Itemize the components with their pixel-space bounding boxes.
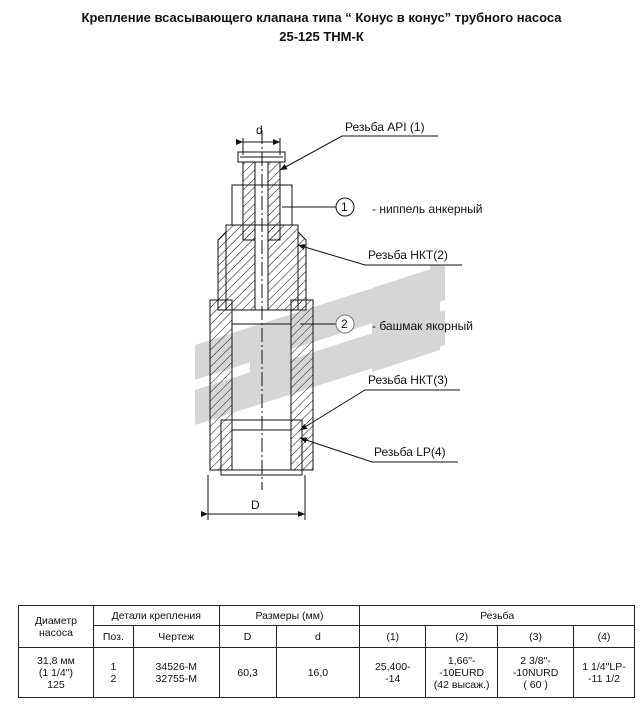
callout-nkt3-text: Резьба НКТ(3) [368, 373, 448, 387]
dimension-d: d [236, 123, 281, 155]
header-sizes: Размеры (мм) [218, 605, 361, 626]
dimension-D: D [201, 475, 306, 520]
item-2-callout: 2 - башмак якорный [300, 314, 473, 334]
dimension-D-label: D [251, 498, 260, 512]
cell-d: 16,0 [275, 647, 361, 698]
callout-nkt2-thread: Резьба НКТ(2) [297, 244, 462, 266]
item-2-text: - башмак якорный [372, 319, 473, 333]
title-line-2: 25-125 ТНМ-К [279, 29, 364, 44]
header-thread-3: (3) [497, 625, 575, 648]
item-1-callout: 1 - ниппель анкерный [282, 197, 483, 217]
header-pos: Поз. [92, 625, 134, 648]
header-thread: Резьба [359, 605, 635, 626]
header-diameter: Диаметр насоса [18, 605, 94, 648]
cell-diameter: 31,8 мм (1 1/4") 125 [18, 647, 94, 698]
cell-pos: 1 2 [92, 647, 134, 698]
header-thread-1: (1) [359, 625, 427, 648]
header-d: d [275, 625, 361, 648]
table-header-row-2: Поз. Чертеж D d (1) (2) (3) (4) [19, 625, 635, 648]
callout-nkt3-thread: Резьба НКТ(3) [299, 373, 460, 431]
callout-nkt2-text: Резьба НКТ(2) [368, 248, 448, 262]
watermark-logo [195, 265, 445, 425]
title-line-1: Крепление всасывающего клапана типа “ Ко… [81, 10, 562, 25]
header-thread-4: (4) [573, 625, 635, 648]
item-1-text: - ниппель анкерный [372, 202, 483, 216]
cell-thread-3: 2 3/8"- -10NURD ( 60 ) [497, 647, 575, 698]
header-D: D [218, 625, 277, 648]
cell-thread-4: 1 1/4"LP- -11 1/2 [573, 647, 635, 698]
cell-thread-1: 25,400- -14 [359, 647, 427, 698]
dimension-d-label: d [256, 123, 263, 137]
table-header-row-1: Диаметр насоса Детали крепления Размеры … [18, 605, 635, 648]
callout-api-text: Резьба API (1) [345, 120, 425, 134]
callout-api-thread: Резьба API (1) [279, 120, 438, 171]
header-drawing-no: Чертеж [132, 625, 220, 648]
header-thread-2: (2) [425, 625, 499, 648]
callout-lp-text: Резьба LP(4) [374, 445, 446, 459]
cell-thread-2: 1,66"- -10EURD (42 высаж.) [425, 647, 499, 698]
spec-table: Диаметр насоса Детали крепления Размеры … [18, 605, 635, 698]
technical-drawing: d D Резьба API (1) 1 - ниппель анкерный … [195, 120, 483, 520]
header-details: Детали крепления [92, 605, 220, 626]
item-2-number: 2 [341, 317, 348, 331]
table-row: 31,8 мм (1 1/4") 125 1 2 34526-М 32755-М… [18, 647, 635, 698]
cell-drawing-no: 34526-М 32755-М [132, 647, 220, 698]
callout-lp-thread: Резьба LP(4) [299, 437, 458, 463]
cell-D: 60,3 [218, 647, 277, 698]
item-1-number: 1 [341, 200, 348, 214]
